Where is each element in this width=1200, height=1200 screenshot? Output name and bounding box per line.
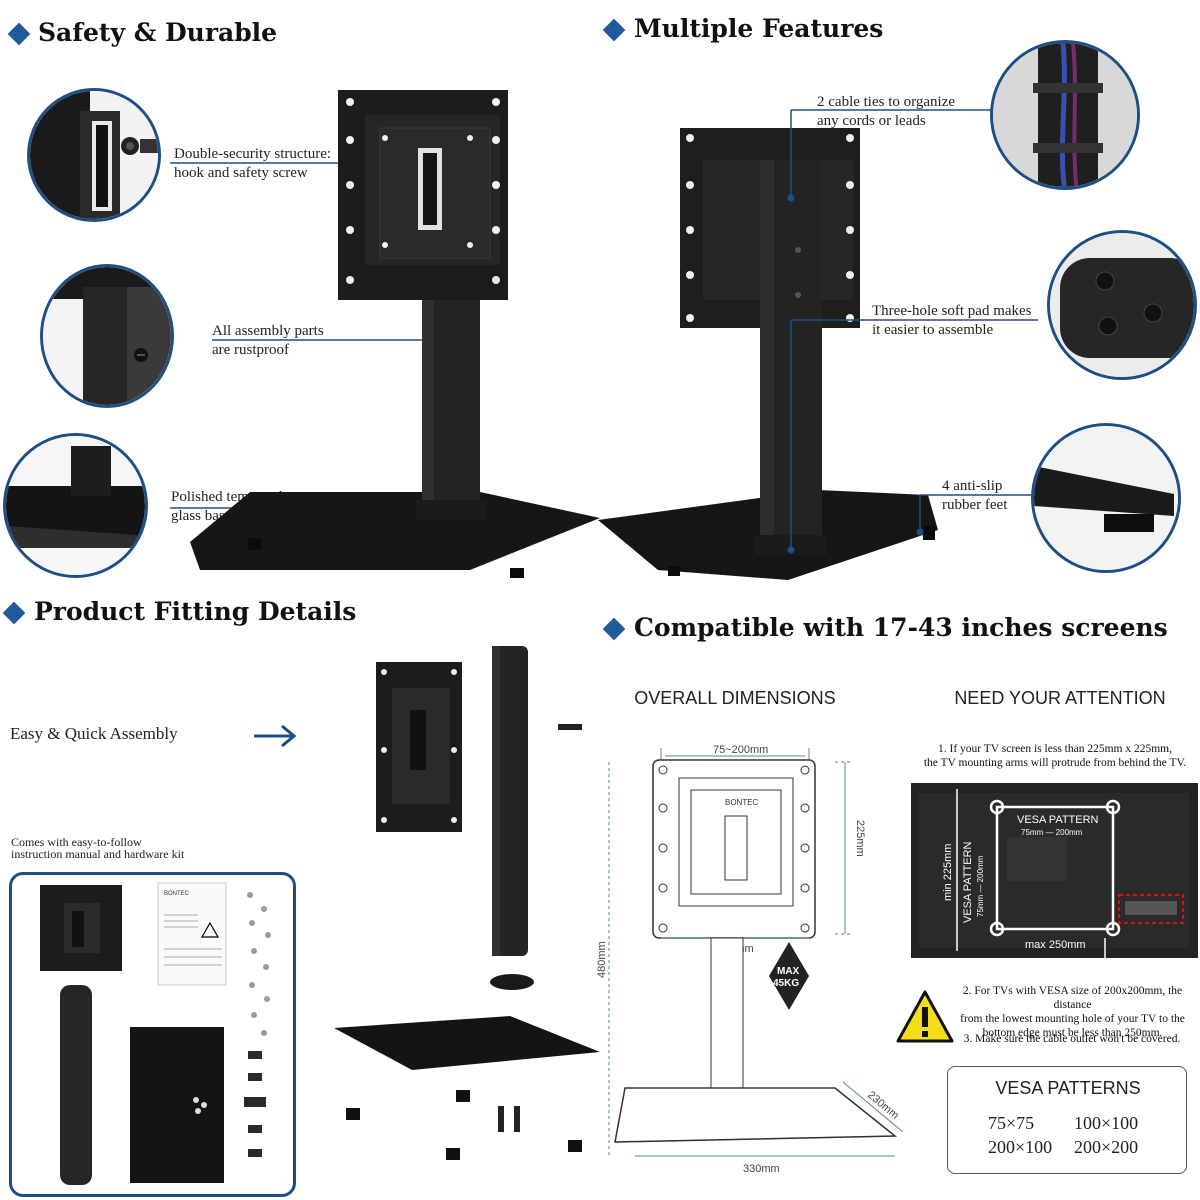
detail-rubber-feet-circle: [1031, 423, 1181, 573]
vesa-pattern-h-label: VESA PATTERN: [1017, 814, 1099, 826]
vesa-pattern-item: 100×100: [1074, 1113, 1139, 1133]
base-width-label: 330mm: [743, 1163, 780, 1175]
comes-with-label: Comes with easy-to-follow instruction ma…: [11, 836, 184, 860]
detail-hook-screw-circle: [27, 88, 161, 222]
callout-line: glass base: [171, 508, 232, 524]
drawing-brand: BONTEC: [725, 798, 759, 807]
detail-soft-pad-circle: [1047, 230, 1197, 380]
vesa-patterns-box: VESA PATTERNS 75×75 100×100 200×100 200×…: [947, 1066, 1187, 1174]
tv-stand-front-image: [170, 90, 600, 578]
note-line: the TV mounting arms will protrude from …: [923, 757, 1187, 769]
section-title-safety: Safety & Durable: [38, 18, 278, 47]
plate-height-label: 225mm: [854, 820, 866, 857]
callout-rubber-feet: 4 anti-slip rubber feet: [942, 477, 1007, 515]
section-title-features: Multiple Features: [634, 14, 884, 43]
comes-with-line: Comes with easy-to-follow: [11, 835, 142, 849]
max-weight-label: 45KG: [773, 978, 799, 989]
section-title-fitting: Product Fitting Details: [34, 597, 357, 626]
callout-line: any cords or leads: [817, 113, 926, 129]
detail-glass-base-circle: [3, 433, 148, 578]
callout-line: it easier to assemble: [872, 322, 994, 338]
detail-rustproof-circle: [40, 264, 174, 408]
callout-line: Three-hole soft pad makes: [872, 303, 1032, 319]
callout-double-security: Double-security structure: hook and safe…: [174, 145, 331, 183]
section-title-compatible: Compatible with 17-43 inches screens: [634, 613, 1168, 642]
diamond-icon: [602, 18, 626, 42]
dimension-drawing: 75~200mm 480mm BONTEC 225mm 225mm MAX 45…: [596, 744, 904, 1175]
callout-cable-ties: 2 cable ties to organize any cords or le…: [817, 93, 955, 131]
vesa-h-range: 75mm — 200mm: [1021, 828, 1083, 837]
callout-rustproof: All assembly parts are rustproof: [212, 322, 324, 360]
callout-line: Double-security structure:: [174, 146, 332, 162]
callout-line: 2 cable ties to organize: [817, 94, 956, 110]
vesa-patterns-title: VESA PATTERNS: [995, 1078, 1141, 1098]
attention-note-2: 2. For TVs with VESA size of 200x200mm, …: [950, 984, 1195, 1040]
tv-back-illustration: VESA PATTERN 75mm — 200mm VESA PATTERN 7…: [911, 783, 1198, 958]
diamond-icon: [602, 617, 626, 641]
callout-soft-pad: Three-hole soft pad makes it easier to a…: [872, 302, 1032, 340]
note-line: 2. For TVs with VESA size of 200x200mm, …: [962, 985, 1183, 1011]
detail-cable-ties-circle: [990, 40, 1140, 190]
note-line: 1. If your TV screen is less than 225mm …: [937, 743, 1173, 755]
comes-with-line: instruction manual and hardware kit: [11, 847, 185, 861]
callout-line: All assembly parts: [212, 323, 324, 339]
max-label: MAX: [777, 966, 800, 977]
need-attention-title: NEED YOUR ATTENTION: [954, 688, 1166, 708]
exploded-assembly-image: [334, 646, 600, 1160]
vesa-range-label: 75~200mm: [713, 744, 768, 756]
diamond-icon: [7, 22, 31, 46]
vesa-v-range: 75mm — 200mm: [976, 855, 985, 917]
hardware-kit-box: BONTEC: [9, 872, 296, 1197]
min-height-label: min 225mm: [942, 844, 954, 901]
vesa-pattern-item: 200×100: [988, 1137, 1053, 1157]
vesa-pattern-item: 75×75: [988, 1113, 1035, 1133]
attention-note-1: 1. If your TV screen is less than 225mm …: [910, 742, 1200, 770]
note-line: bottom edge must be less than 250mm.: [982, 1027, 1163, 1039]
callout-line: 4 anti-slip: [942, 478, 1003, 494]
manual-brand: BONTEC: [164, 891, 190, 897]
vesa-pattern-item: 200×200: [1074, 1137, 1139, 1157]
diamond-icon: [2, 601, 26, 625]
max-bottom-label: max 250mm: [1025, 939, 1086, 951]
note-line: from the lowest mounting hole of your TV…: [960, 1013, 1185, 1025]
callout-line: hook and safety screw: [174, 165, 308, 181]
attention-note-3: 3. Make sure the cable outlet won't be c…: [963, 1033, 1181, 1045]
overall-dimensions-title: OVERALL DIMENSIONS: [634, 688, 836, 708]
callout-line: are rustproof: [212, 342, 290, 358]
easy-assembly-label: Easy & Quick Assembly: [10, 724, 178, 743]
tv-stand-back-image: [598, 109, 1038, 580]
vesa-pattern-v-label: VESA PATTERN: [962, 841, 974, 923]
total-height-label: 480mm: [596, 941, 608, 978]
callout-line: rubber feet: [942, 497, 1008, 513]
arrow-right-icon: [254, 724, 297, 748]
warning-icon: [896, 990, 954, 1043]
